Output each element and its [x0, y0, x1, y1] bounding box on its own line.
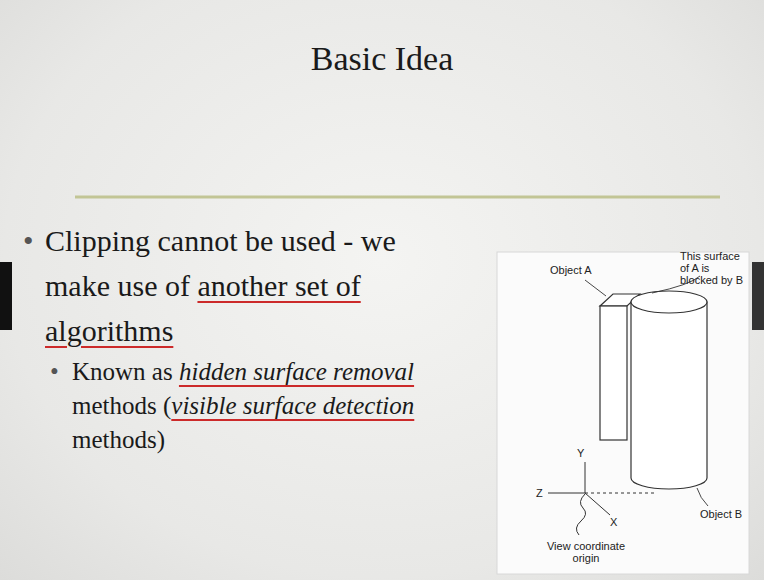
axis-label: X — [610, 516, 617, 528]
bullet-text: Clipping cannot be used - we make use of… — [45, 218, 465, 353]
slide-title: Basic Idea — [0, 40, 764, 78]
underlined-text: visible surface detection — [171, 392, 414, 419]
underlined-text: hidden surface removal — [179, 358, 414, 385]
sub-bullet-text: Known as hidden surface removal methods … — [72, 355, 482, 457]
figure-label: Object B — [700, 508, 742, 520]
leader-line — [585, 276, 708, 506]
axis-label: Y — [577, 447, 584, 459]
axes — [548, 462, 655, 535]
title-rule — [75, 196, 720, 199]
figure-label: Object A — [550, 264, 592, 276]
axis-label: Z — [536, 487, 543, 499]
object-b-cylinder — [631, 291, 707, 489]
figure-label: View coordinate origin — [546, 540, 626, 564]
sub-bullet-text: Known as — [72, 358, 173, 385]
sub-bullet-text: methods ( — [72, 392, 171, 419]
side-bar — [752, 262, 764, 330]
sub-bullet-text: methods) — [72, 426, 165, 453]
side-bar — [0, 262, 12, 330]
figure-note: This surface of A is blocked by B — [680, 250, 746, 286]
figure-panel — [497, 252, 749, 574]
